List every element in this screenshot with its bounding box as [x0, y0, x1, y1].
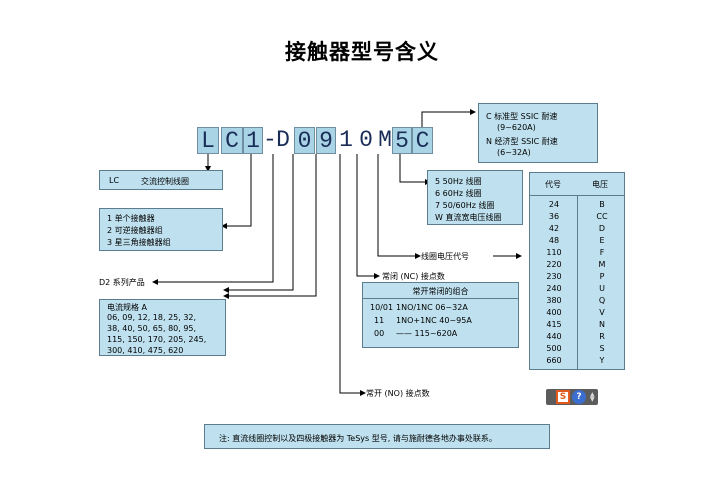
freq-line-4: W 直流宽电压线圈: [435, 213, 502, 222]
code-char-9: 9: [316, 127, 336, 154]
voltage-table-cell-code: 36: [548, 212, 560, 221]
voltage-table-cell-voltage: S: [599, 344, 605, 353]
help-icon[interactable]: ?: [572, 390, 586, 404]
voltage-table-cell-code: 240: [546, 284, 562, 293]
voltage-table-cell-voltage: CC: [596, 212, 608, 221]
note-text: 注: 直流线圈控制以及四极接触器为 TeSys 型号, 请与施耐德各地办事处联系…: [219, 434, 497, 443]
code-char-c: C: [221, 127, 243, 154]
voltage-table-cell-voltage: U: [599, 284, 605, 293]
voltage-table-cell-code: 400: [546, 308, 562, 317]
contact-header-divider: [363, 298, 518, 299]
voltage-table-column-divider: [577, 195, 578, 369]
voltage-table-cell-code: 230: [546, 272, 562, 281]
voltage-table-cell-voltage: Q: [598, 296, 606, 305]
note-box: 注: 直流线圈控制以及四极接触器为 TeSys 型号, 请与施耐德各地办事处联系…: [204, 424, 550, 449]
no-count-label: 常开 (NO) 接点数: [366, 389, 430, 398]
voltage-code-table: 代号 电压 24 B 36 CC 42 D 48 E 110 F 220 M 230 P 240 U 380 Q 4…: [529, 172, 625, 370]
voltage-table-cell-voltage: P: [599, 272, 605, 281]
coil-type-line-1: C 标准型 SSIC 耐速: [486, 112, 558, 121]
voltage-table-cell-voltage: E: [599, 236, 605, 245]
voltage-table-cell-voltage: D: [598, 224, 606, 233]
voltage-table-cell-voltage: N: [599, 320, 605, 329]
voltage-table-cell-code: 660: [546, 356, 562, 365]
contact-header: 常开常闭的组合: [412, 287, 469, 296]
voltage-table-cell-voltage: V: [599, 308, 605, 317]
contact-row-2-text: 1NO+1NC 40~95A: [396, 316, 472, 325]
code-char-dash: -: [263, 127, 277, 153]
code-char-0: 0: [294, 127, 315, 154]
coil-voltage-label: 线圈电压代号: [421, 252, 469, 261]
current-line-2: 38, 40, 50, 65, 80, 95,: [107, 324, 197, 333]
voltage-table-cell-code: 24: [548, 200, 560, 209]
code-char-d: D: [276, 127, 290, 153]
voltage-table-cell-code: 48: [548, 236, 560, 245]
type-line-2: 2 可逆接触器组: [107, 226, 163, 235]
d2-label: D2 系列产品: [99, 278, 145, 287]
freq-line-2: 6 60Hz 线圈: [435, 189, 482, 198]
voltage-table-cell-code: 380: [546, 296, 562, 305]
current-line-3: 115, 150, 170, 205, 245,: [107, 335, 207, 344]
code-char-l: L: [197, 127, 219, 154]
contact-combination-box: 常开常闭的组合 10/01 1NO/1NC 06~32A 11 1NO+1NC …: [362, 282, 519, 348]
nc-count-label: 常闭 (NC) 接点数: [382, 272, 445, 281]
voltage-table-cell-code: 220: [546, 260, 562, 269]
voltage-table-header-voltage: 电压: [592, 180, 608, 189]
lc-box: LC 交流控制线圈: [99, 170, 223, 190]
diagram-title: 接触器型号含义: [285, 39, 439, 64]
s-icon[interactable]: S: [556, 390, 570, 404]
contact-row-3-code: 00: [374, 329, 385, 338]
code-char-c2: C: [412, 127, 433, 154]
spinner-arrows-icon[interactable]: ▲▼: [590, 391, 595, 403]
voltage-table-cell-voltage: R: [599, 332, 605, 341]
voltage-table-cell-code: 500: [546, 344, 562, 353]
code-char-1: 1: [243, 127, 263, 154]
voltage-table-header-code: 代号: [545, 180, 561, 189]
voltage-table-cell-code: 415: [546, 320, 562, 329]
coil-type-line-2: (9~620A): [497, 123, 536, 132]
contact-row-3-text: —— 115~620A: [396, 329, 458, 338]
type-line-3: 3 星三角接触器组: [107, 238, 171, 247]
voltage-table-cell-voltage: M: [598, 260, 606, 269]
current-header: 电流规格 A: [107, 303, 148, 312]
coil-type-box: C 标准型 SSIC 耐速 (9~620A) N 经济型 SSIC 耐速 (6~…: [478, 103, 598, 163]
voltage-table-cell-voltage: Y: [599, 356, 605, 365]
frequency-box: 5 50Hz 线圈 6 60Hz 线圈 7 50/60Hz 线圈 W 直流宽电压…: [427, 170, 523, 225]
current-line-1: 06, 09, 12, 18, 25, 32,: [107, 313, 197, 322]
coil-type-line-3: N 经济型 SSIC 耐速: [486, 137, 558, 146]
voltage-table-cell-code: 42: [548, 224, 560, 233]
voltage-table-cell-voltage: B: [599, 200, 605, 209]
lc-text: 交流控制线圈: [141, 177, 189, 186]
code-char-no: 1: [339, 127, 353, 153]
freq-line-3: 7 50/60Hz 线圈: [435, 201, 495, 210]
type-box: 1 单个接触器 2 可逆接触器组 3 星三角接触器组: [99, 208, 223, 251]
code-char-5: 5: [392, 127, 412, 154]
code-char-m: M: [378, 127, 392, 153]
contact-row-2-code: 11: [374, 316, 385, 325]
current-box: 电流规格 A 06, 09, 12, 18, 25, 32, 38, 40, 5…: [99, 299, 226, 356]
freq-line-1: 5 50Hz 线圈: [435, 177, 482, 186]
lc-code: LC: [109, 176, 120, 185]
contact-row-1-text: 1NO/1NC 06~32A: [396, 303, 468, 312]
coil-type-line-4: (6~32A): [497, 148, 531, 157]
current-line-4: 300, 410, 475, 620: [107, 346, 184, 355]
type-line-1: 1 单个接触器: [107, 214, 155, 223]
code-char-nc: 0: [359, 127, 373, 153]
voltage-table-cell-code: 110: [546, 248, 562, 257]
voltage-table-cell-code: 440: [546, 332, 562, 341]
contact-row-1-code: 10/01: [370, 303, 394, 312]
voltage-table-cell-voltage: F: [599, 248, 605, 257]
